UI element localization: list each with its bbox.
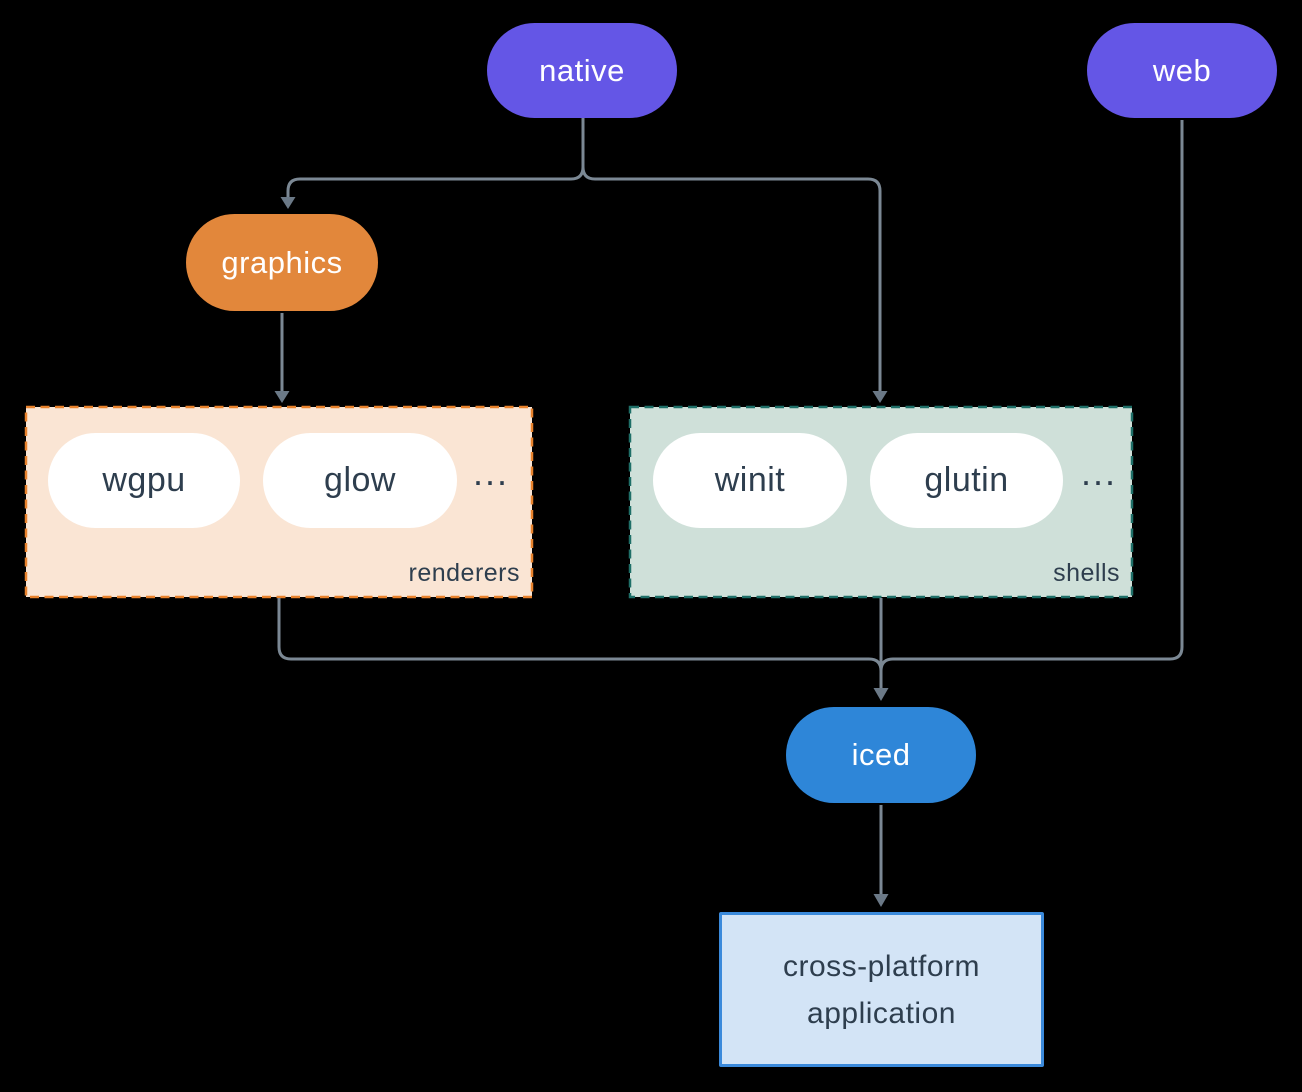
node-glow: glow: [263, 433, 457, 528]
renderers-ellipsis: ...: [473, 452, 510, 493]
edge-native-to-graphics: [286, 118, 585, 197]
arrowhead-into-iced-icon: [873, 688, 889, 701]
node-native: native: [487, 23, 677, 118]
node-iced: iced: [786, 707, 976, 803]
arrowhead-into-renderers-icon: [274, 391, 290, 403]
node-glutin: glutin: [870, 433, 1063, 528]
app-label-line-1: cross-platform: [782, 949, 981, 983]
shells-label: shells: [1053, 559, 1120, 587]
edge-renderers-to-iced: [277, 598, 883, 688]
arrowhead-into-app-icon: [873, 894, 889, 907]
renderers-group: wgpu glow ... renderers: [25, 406, 533, 598]
app-label-line-2: application: [807, 996, 956, 1030]
renderers-label: renderers: [408, 559, 520, 587]
shells-ellipsis: ...: [1081, 452, 1118, 493]
edge-native-to-shells: [581, 118, 882, 391]
arrowhead-into-graphics-icon: [280, 197, 296, 209]
node-graphics: graphics: [186, 214, 378, 311]
shells-group: winit glutin ... shells: [629, 406, 1133, 598]
node-web: web: [1087, 23, 1277, 118]
node-winit: winit: [653, 433, 847, 528]
node-cross-platform-application: cross-platform application: [719, 912, 1044, 1067]
arrowhead-into-shells-icon: [872, 391, 888, 403]
node-wgpu: wgpu: [48, 433, 240, 528]
